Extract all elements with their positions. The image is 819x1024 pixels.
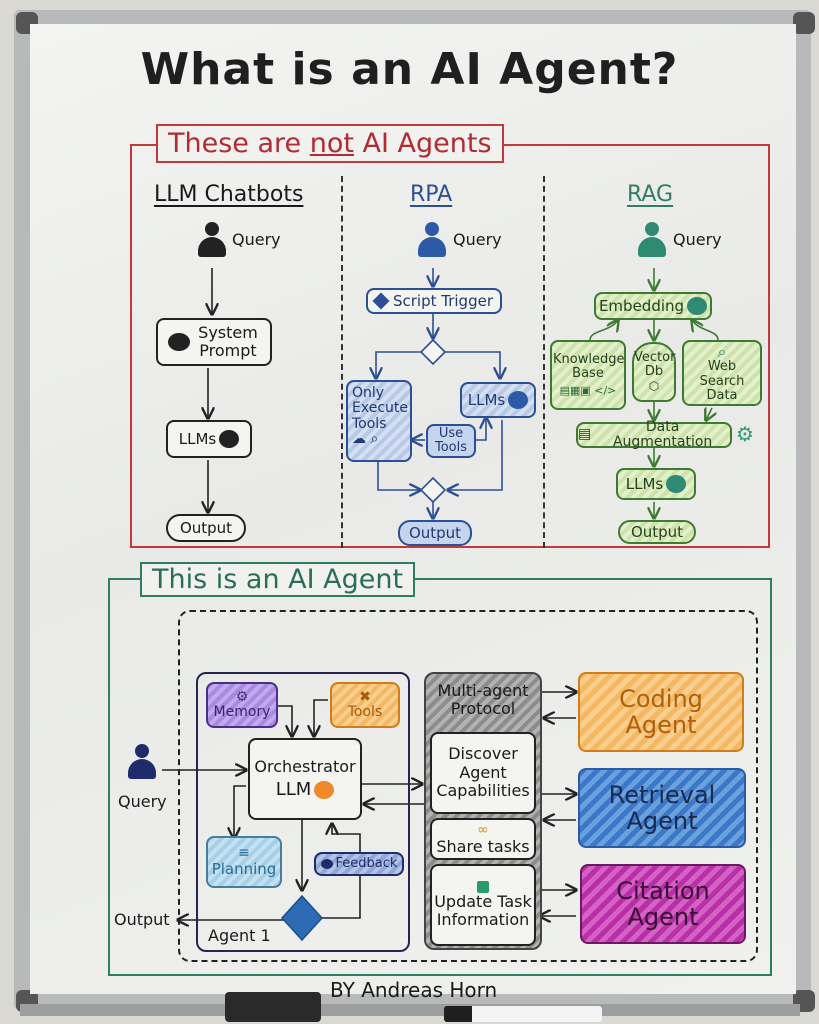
rag-llms-box: LLMs	[616, 468, 696, 500]
user-icon	[416, 222, 448, 258]
coding-agent-box: Coding Agent	[578, 672, 744, 752]
protocol-item-update: Update Task Information	[430, 864, 536, 946]
whiteboard-marker	[444, 1006, 602, 1022]
user-icon	[126, 744, 158, 780]
column-divider	[341, 176, 343, 548]
protocol-item-discover: Discover Agent Capabilities	[430, 732, 536, 814]
data-icons: ▤▦▣ </>	[559, 383, 617, 397]
ai-agent-label: This is an AI Agent	[140, 562, 416, 597]
gear-icon: ⚙	[235, 688, 249, 705]
trigger-icon	[372, 292, 390, 310]
rag-heading: RAG	[627, 182, 674, 207]
gear-icon: ⚙	[736, 422, 754, 446]
not-agents-label: These are not AI Agents	[156, 124, 504, 163]
knowledge-base-box: Knowledge Base▤▦▣ </>	[550, 340, 626, 410]
brain-icon	[666, 475, 687, 493]
page-title: What is an AI Agent?	[140, 44, 679, 95]
only-execute-tools-box: Only Execute Tools☁ ⌕	[346, 380, 412, 462]
cube-icon: ⬡	[648, 378, 660, 393]
rag-output-box: Output	[618, 520, 696, 544]
protocol-title: Multi-agent Protocol	[437, 681, 529, 719]
document-icon: ▤	[578, 426, 592, 443]
data-augmentation-box: ▤Data Augmentation	[576, 419, 732, 450]
chatbots-llms-box: LLMs	[166, 420, 252, 458]
column-divider	[543, 176, 545, 548]
vector-db-box: Vector Db⬡	[632, 342, 676, 402]
whiteboard-eraser	[225, 992, 321, 1022]
rpa-heading: RPA	[410, 182, 453, 207]
brain-icon	[314, 780, 335, 799]
feedback-box: Feedback	[314, 852, 404, 876]
planning-box: ≡Planning	[206, 836, 282, 888]
user-icon	[636, 222, 668, 258]
script-trigger-box: Script Trigger	[366, 288, 502, 314]
embedding-box: Embedding	[594, 292, 712, 320]
brain-icon	[687, 297, 708, 315]
rpa-output-box: Output	[398, 520, 472, 546]
byline: BY Andreas Horn	[330, 978, 498, 1002]
agent-query-label: Query	[118, 792, 167, 811]
agent-system-boundary	[178, 610, 758, 962]
rpa-llms-box: LLMs	[460, 382, 536, 418]
protocol-item-share: ∞Share tasks	[430, 818, 536, 860]
brain-icon	[508, 391, 529, 409]
list-icon: ≡	[238, 845, 250, 862]
chat-bubble-icon	[320, 859, 333, 869]
agent-output-label: Output	[114, 910, 170, 929]
rpa-query-label: Query	[453, 230, 502, 249]
agent-1-container	[196, 672, 410, 952]
citation-agent-box: Citation Agent	[580, 864, 746, 944]
search-icon: ⌕	[717, 341, 727, 361]
cloud-search-icon: ☁ ⌕	[352, 431, 379, 448]
brain-icon	[219, 430, 240, 448]
ai-agent-section	[108, 578, 772, 976]
frame-corner	[793, 12, 815, 34]
web-search-box: ⌕Web Search Data	[682, 340, 762, 406]
memory-box: ⚙Memory	[206, 682, 278, 728]
retrieval-agent-box: Retrieval Agent	[578, 768, 746, 848]
marker-tray	[20, 1004, 800, 1016]
tools-box: ✖Tools	[330, 682, 400, 728]
chatbots-output-box: Output	[166, 514, 246, 542]
user-icon	[196, 222, 228, 258]
chatbots-heading: LLM Chatbots	[154, 182, 304, 207]
tools-icon: ✖	[359, 688, 371, 705]
link-icon: ∞	[477, 821, 489, 838]
chatbots-query-label: Query	[232, 230, 281, 249]
rag-query-label: Query	[673, 230, 722, 249]
chat-bubble-icon	[168, 333, 190, 351]
use-tools-box: Use Tools	[426, 424, 476, 458]
agent-1-label: Agent 1	[208, 926, 271, 945]
feed-icon	[477, 880, 489, 893]
system-prompt-box: System Prompt	[156, 318, 272, 366]
